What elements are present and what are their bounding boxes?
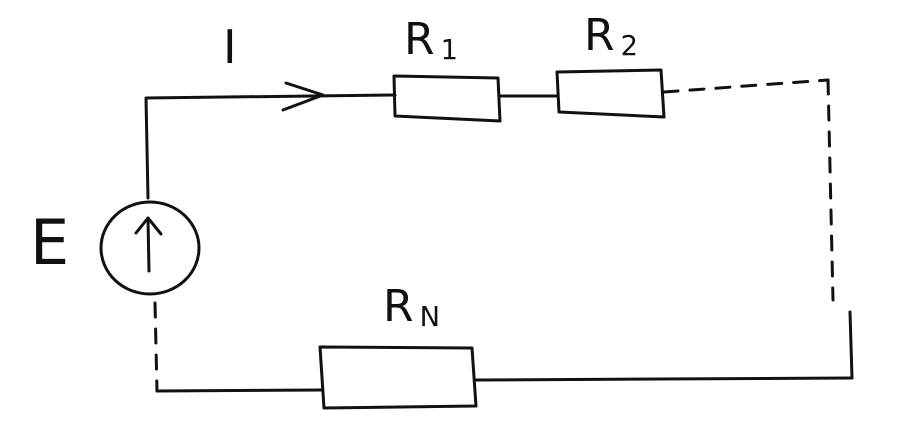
wire-left-dashed	[153, 301, 159, 393]
wire-right-solid	[848, 310, 854, 380]
wire-right-dashed	[826, 78, 835, 302]
resistor-rn	[318, 345, 478, 410]
source-label: E	[30, 206, 70, 279]
wire-rn-to-left	[155, 388, 324, 393]
wire-source-to-r1	[144, 93, 397, 200]
wire-r2-to-right-dashed	[662, 78, 830, 94]
wire-right-to-rn	[474, 376, 854, 382]
source-arrow-icon	[134, 216, 163, 273]
resistor-r1	[392, 74, 502, 123]
voltage-source-circle	[99, 200, 201, 296]
current-label: I	[223, 20, 237, 74]
current-arrow	[281, 81, 325, 112]
resistor-r2	[555, 68, 666, 119]
